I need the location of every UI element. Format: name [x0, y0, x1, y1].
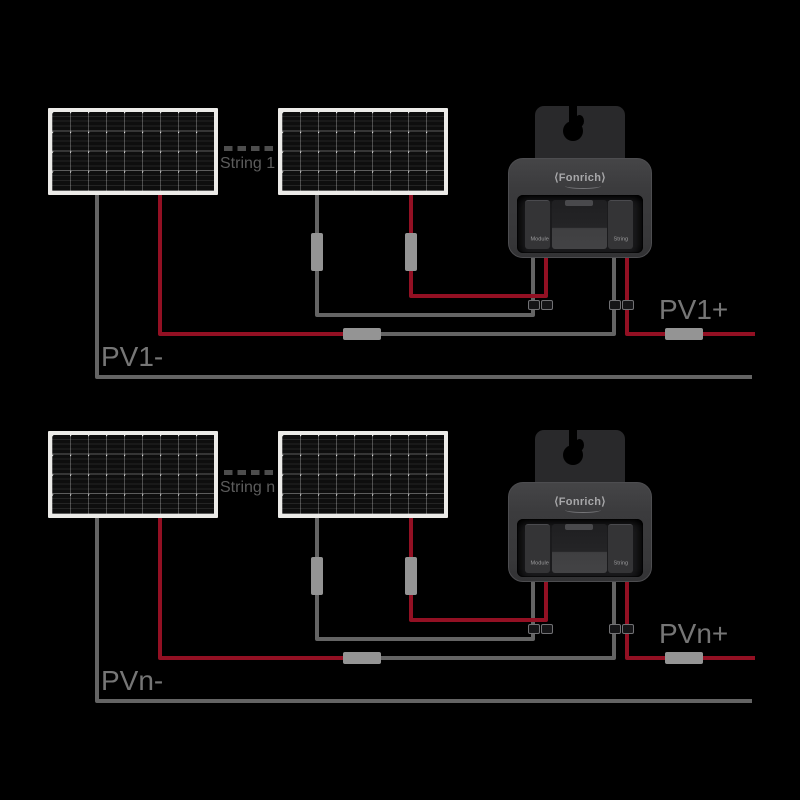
inline-connector-icon: [343, 652, 381, 664]
logo-bracket-right: ⟩: [601, 496, 606, 508]
solar-panel-string1-left: [48, 108, 218, 195]
center-latch: [552, 524, 607, 573]
mounting-bracket: [535, 430, 625, 486]
wire-pvn-positive: [625, 574, 755, 660]
rapid-shutdown-device-string1: ⟨Fonrich⟩ Module String: [508, 106, 652, 310]
device-body: ⟨Fonrich⟩ Module String: [508, 158, 652, 310]
string-port: String: [608, 200, 633, 249]
wire-string1-to-string-port: [372, 250, 616, 336]
logo-bracket-left: ⟨: [554, 496, 559, 508]
cable-gland: [609, 624, 621, 634]
latch-tab: [565, 524, 593, 530]
mounting-bracket: [535, 106, 625, 162]
pvn-negative-label: PVn-: [101, 665, 164, 696]
rapid-shutdown-device-stringn: ⟨Fonrich⟩ Module String: [508, 430, 652, 634]
inline-connector-icon: [405, 557, 417, 595]
pvn-positive-label: PVn+: [659, 618, 729, 649]
stringn-continuation-dashes: [224, 470, 274, 475]
keyhole-hook-icon: [575, 439, 584, 451]
stringn-label: String n: [220, 479, 276, 496]
inline-connector-icon: [665, 652, 703, 664]
string1-continuation-dashes: [224, 146, 274, 151]
cable-gland: [541, 300, 553, 310]
pv1-negative-label: PV1-: [101, 341, 164, 372]
string-port-label: String: [613, 559, 629, 566]
cable-gland: [528, 300, 540, 310]
solar-panel-stringn-right: [278, 431, 448, 518]
solar-panel-stringn-left: [48, 431, 218, 518]
brand-name: Fonrich: [558, 496, 602, 508]
wire-string1-panel1-positive: [158, 191, 352, 336]
wire-pv1-negative: [95, 191, 752, 379]
wire-stringn-panel1-positive: [158, 515, 352, 660]
device-body: ⟨Fonrich⟩ Module String: [508, 482, 652, 634]
inline-connector-icon: [311, 557, 323, 595]
solar-panel-string1-right: [278, 108, 448, 195]
cable-gland: [622, 624, 634, 634]
cable-gland: [541, 624, 553, 634]
logo-swoosh: [565, 183, 601, 189]
wire-pv1-positive: [625, 250, 755, 336]
connector-bay: Module String: [517, 519, 643, 577]
module-port: Module: [525, 524, 550, 573]
pv1-positive-label: PV1+: [659, 294, 729, 325]
cable-gland: [609, 300, 621, 310]
logo-bracket-right: ⟩: [601, 172, 606, 184]
keyhole-slot-icon: [569, 106, 577, 123]
brand-logo: ⟨Fonrich⟩: [509, 171, 651, 184]
cable-gland: [528, 624, 540, 634]
module-port-label: Module: [530, 559, 549, 566]
center-latch: [552, 200, 607, 249]
inline-connector-icon: [405, 233, 417, 271]
module-port-label: Module: [530, 235, 549, 242]
wire-stringn-to-string-port: [372, 574, 616, 660]
string1-label: String 1: [220, 155, 276, 172]
brand-name: Fonrich: [558, 172, 602, 184]
string-port: String: [608, 524, 633, 573]
keyhole-hook-icon: [575, 115, 584, 127]
string-port-label: String: [613, 235, 629, 242]
module-port: Module: [525, 200, 550, 249]
cable-gland: [622, 300, 634, 310]
brand-logo: ⟨Fonrich⟩: [509, 495, 651, 508]
wire-pvn-negative: [95, 515, 752, 703]
inline-connector-icon: [343, 328, 381, 340]
latch-tab: [565, 200, 593, 206]
inline-connector-icon: [665, 328, 703, 340]
logo-bracket-left: ⟨: [554, 172, 559, 184]
keyhole-slot-icon: [569, 430, 577, 447]
connector-bay: Module String: [517, 195, 643, 253]
logo-swoosh: [565, 507, 601, 513]
inline-connector-icon: [311, 233, 323, 271]
